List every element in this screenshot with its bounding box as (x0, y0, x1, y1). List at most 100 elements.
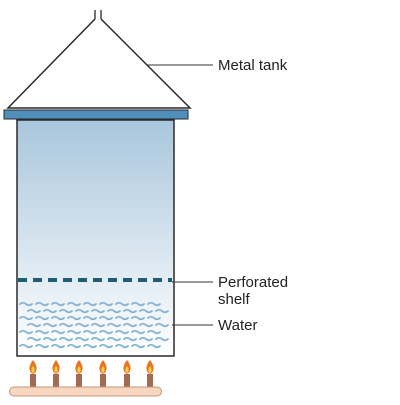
burner-post (53, 374, 59, 388)
water-ripple (107, 308, 121, 314)
perforated-shelf (18, 278, 172, 282)
water-ripple (147, 301, 161, 307)
water-ripple (83, 343, 97, 349)
water-ripples (19, 301, 169, 349)
burner-post (76, 374, 82, 388)
water-ripple (99, 301, 113, 307)
water-ripple (35, 329, 49, 335)
water-ripple (27, 336, 41, 342)
water-ripple (59, 336, 73, 342)
water-ripple (51, 329, 65, 335)
shelf-perforation (138, 278, 147, 282)
water-ripple (155, 308, 169, 314)
water-ripple (27, 322, 41, 328)
water-ripple (35, 343, 49, 349)
shelf-perforation (108, 278, 117, 282)
water-ripple (91, 322, 105, 328)
burner-post (100, 374, 106, 388)
water-ripple (75, 322, 89, 328)
water-ripple (43, 322, 57, 328)
water-ripple (131, 329, 145, 335)
perforated-shelf-label-line2: shelf (218, 291, 251, 308)
water-ripple (67, 301, 81, 307)
flame-core (77, 366, 81, 373)
vent-pipe (94, 10, 102, 19)
water-ripple (99, 315, 113, 321)
water-ripple (19, 315, 33, 321)
water-ripple (123, 308, 137, 314)
water-ripple (147, 315, 161, 321)
water-ripple (107, 336, 121, 342)
shelf-perforation (18, 278, 27, 282)
water-ripple (19, 301, 33, 307)
water-ripple (83, 315, 97, 321)
water-ripple (43, 308, 57, 314)
water-ripple (51, 343, 65, 349)
shelf-perforation (168, 278, 172, 282)
flame-core (31, 366, 35, 373)
water-ripple (107, 322, 121, 328)
water-ripple (115, 315, 129, 321)
water-ripple (131, 343, 145, 349)
water-ripple (99, 329, 113, 335)
water-ripple (35, 315, 49, 321)
perforated-shelf-label-line1: Perforated (218, 274, 288, 291)
water-ripple (43, 336, 57, 342)
water-ripple (115, 301, 129, 307)
water-ripple (147, 329, 161, 335)
water-ripple (51, 315, 65, 321)
water-ripple (19, 329, 33, 335)
water-ripple (123, 322, 137, 328)
shelf-perforation (78, 278, 87, 282)
shelf-perforation (153, 278, 162, 282)
burner-post (124, 374, 130, 388)
flame-core (125, 366, 129, 373)
burner-posts (30, 374, 153, 388)
water-ripple (27, 308, 41, 314)
water-ripple (35, 301, 49, 307)
lid-band (3, 109, 189, 120)
water-ripple (91, 308, 105, 314)
water-ripple (75, 336, 89, 342)
shelf-perforation (93, 278, 102, 282)
flame-core (148, 366, 152, 373)
burner-flames (29, 360, 154, 374)
water-ripple (91, 336, 105, 342)
flame-core (101, 366, 105, 373)
water-ripple (139, 308, 153, 314)
water-ripple (139, 336, 153, 342)
shelf-perforation (33, 278, 42, 282)
water-ripple (59, 322, 73, 328)
flame-core (54, 366, 58, 373)
water-ripple (59, 308, 73, 314)
water-ripple (75, 308, 89, 314)
water-ripple (83, 329, 97, 335)
water-ripple (99, 343, 113, 349)
water-ripple (155, 336, 169, 342)
water-ripple (19, 343, 33, 349)
water-ripple (139, 322, 153, 328)
metal-tank-label: Metal tank (218, 57, 288, 74)
burner-pipe (9, 386, 162, 397)
water-ripple (147, 343, 161, 349)
water-ripple (155, 322, 169, 328)
conical-roof (6, 18, 192, 109)
water-ripple (131, 301, 145, 307)
water-ripple (115, 343, 129, 349)
water-label: Water (218, 317, 257, 334)
water-ripple (115, 329, 129, 335)
tank-body (16, 119, 175, 357)
water-ripple (67, 343, 81, 349)
water-ripple (51, 301, 65, 307)
water-ripple (67, 315, 81, 321)
water-ripple (123, 336, 137, 342)
shelf-perforation (123, 278, 132, 282)
water-ripple (83, 301, 97, 307)
water-ripple (131, 315, 145, 321)
burner-post (30, 374, 36, 388)
shelf-perforation (48, 278, 57, 282)
shelf-perforation (63, 278, 72, 282)
burner-post (147, 374, 153, 388)
water-ripple (67, 329, 81, 335)
